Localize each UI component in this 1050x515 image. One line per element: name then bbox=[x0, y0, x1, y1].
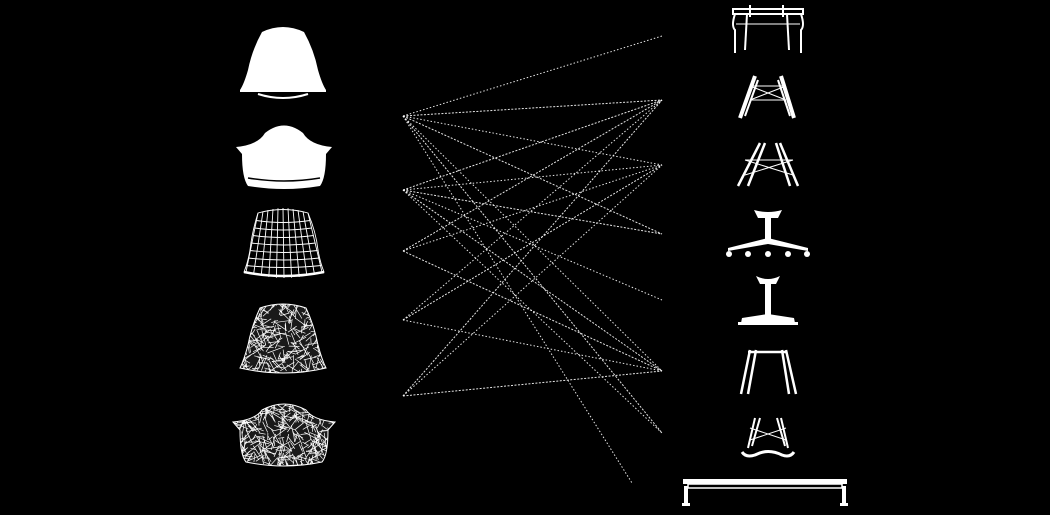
side-shell-solid-icon[interactable] bbox=[240, 27, 326, 99]
connection-line bbox=[402, 189, 663, 301]
connection-line bbox=[402, 99, 663, 117]
connection-line bbox=[402, 35, 663, 117]
arm-shell-solid-icon[interactable] bbox=[236, 125, 332, 190]
connection-line bbox=[402, 99, 663, 321]
connection-line bbox=[402, 115, 663, 166]
x-base-icon[interactable] bbox=[736, 142, 800, 187]
connection-line bbox=[402, 370, 663, 397]
connection-line bbox=[402, 319, 663, 372]
connection-line bbox=[402, 99, 663, 397]
swivel-caster-base-icon[interactable] bbox=[726, 210, 810, 257]
connection-line bbox=[402, 189, 663, 372]
connection-line bbox=[402, 99, 663, 252]
connection-line bbox=[402, 189, 663, 235]
connection-line bbox=[402, 115, 663, 235]
connection-line bbox=[402, 164, 663, 191]
connection-line bbox=[402, 115, 663, 434]
pedestal-base-icon[interactable] bbox=[738, 276, 798, 325]
connection-line bbox=[402, 115, 663, 372]
connection-lines bbox=[402, 35, 663, 484]
rocker-base-icon[interactable] bbox=[740, 417, 796, 458]
four-leg-base-icon[interactable] bbox=[739, 349, 798, 395]
connection-line bbox=[402, 99, 663, 191]
connection-line bbox=[402, 164, 663, 321]
dowel-base-icon[interactable] bbox=[738, 75, 796, 119]
fiber-arm-shell-icon[interactable] bbox=[224, 391, 344, 479]
connection-line bbox=[402, 250, 663, 372]
wire-shell-icon[interactable] bbox=[243, 207, 325, 279]
eiffel-base-icon[interactable] bbox=[732, 5, 804, 53]
fiber-side-shell-icon[interactable] bbox=[232, 290, 337, 383]
connection-line bbox=[402, 189, 663, 434]
bench-base-icon[interactable] bbox=[682, 479, 848, 506]
